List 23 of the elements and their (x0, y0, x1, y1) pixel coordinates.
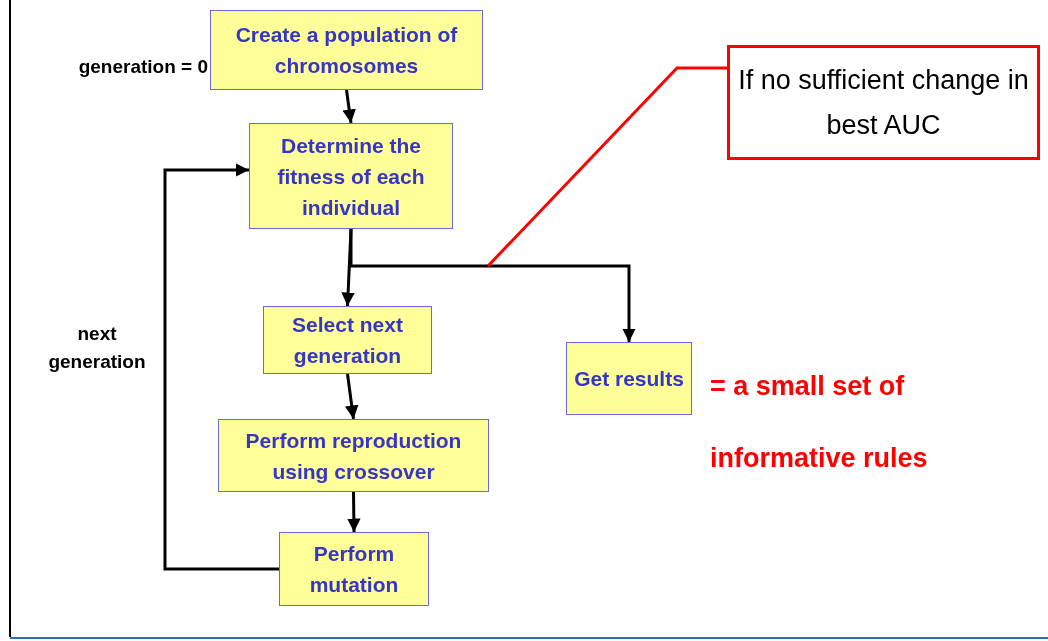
arrow (347, 491, 361, 533)
step-text: Create a population of chromosomes (234, 22, 459, 79)
arrow (345, 373, 359, 420)
leader-line (486, 66, 727, 268)
step-text: Select next generation (291, 312, 404, 369)
arrow (342, 89, 356, 124)
process-box (249, 123, 453, 229)
process-box (210, 10, 483, 90)
step-text: Get results (574, 366, 684, 392)
step-text: Perform mutation (308, 541, 400, 598)
callout-box (727, 45, 1040, 160)
process-box (218, 419, 489, 492)
step-text: Determine the fitness of each individual (276, 132, 426, 221)
annotation-text: generation = 0 (77, 55, 208, 79)
process-box (566, 342, 692, 415)
process-box (263, 306, 432, 374)
process-box (279, 532, 429, 606)
arrow (163, 163, 279, 571)
callout-text: If no sufficient change in best AUC (737, 63, 1030, 142)
arrow (341, 228, 355, 307)
annotation-text: = a small set of informative rules (710, 370, 929, 475)
arrow (349, 229, 636, 342)
step-text: Perform reproduction using crossover (244, 427, 463, 485)
